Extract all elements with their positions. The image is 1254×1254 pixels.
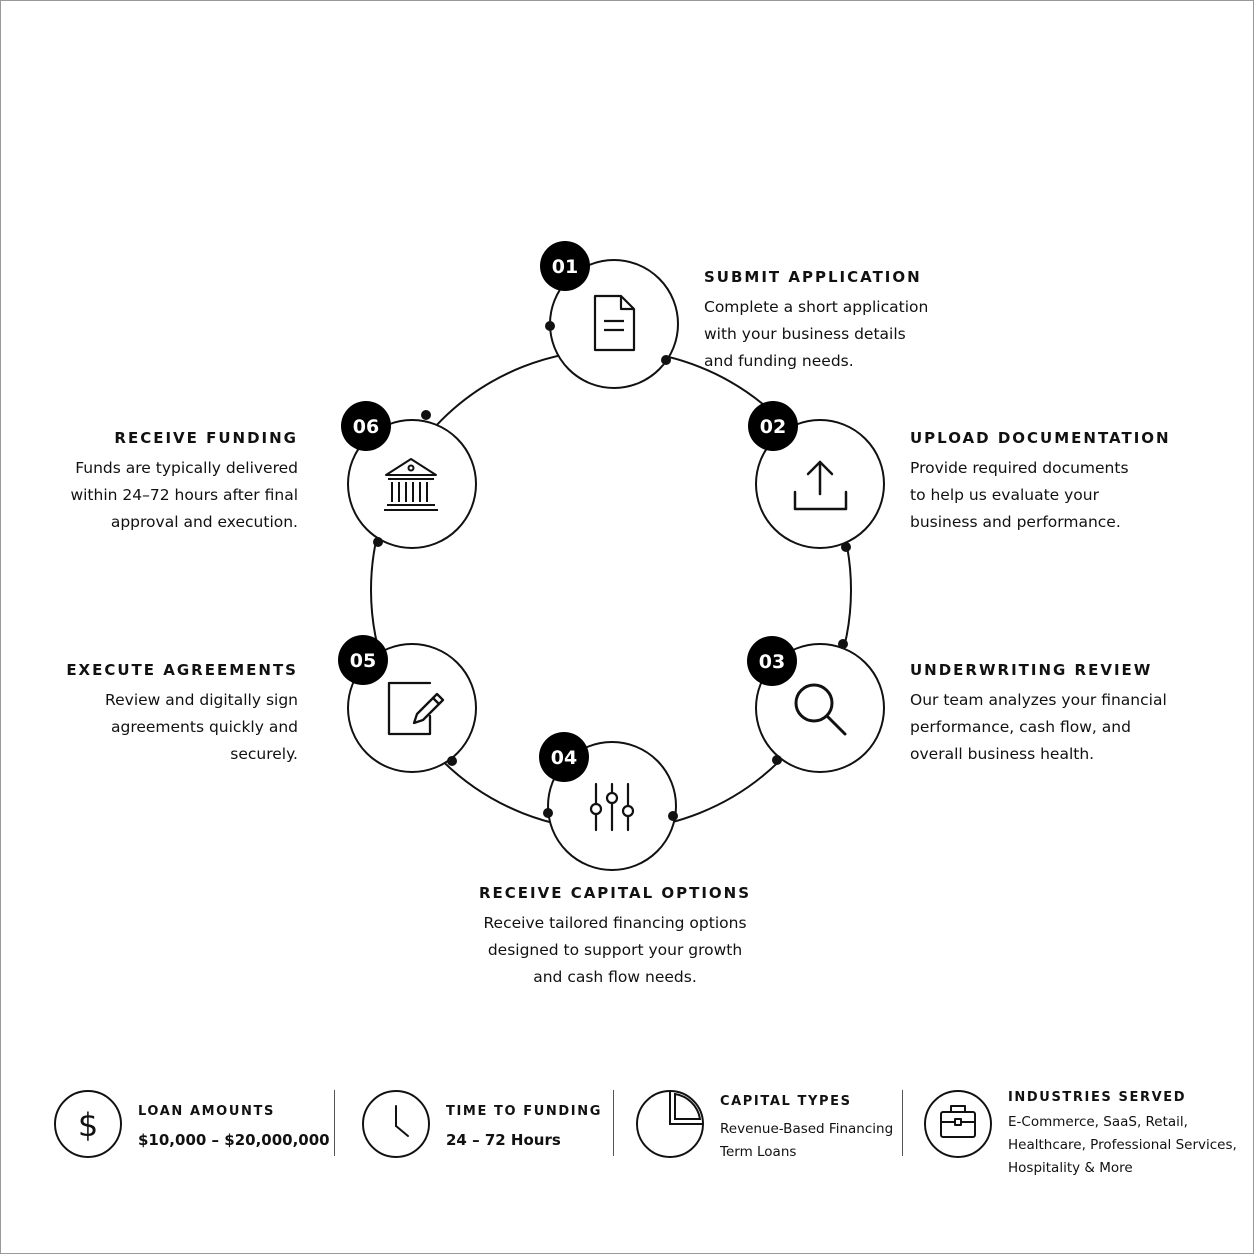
step-title: UPLOAD DOCUMENTATION	[910, 429, 1171, 447]
sliders-icon	[589, 782, 635, 832]
stat-title-loan-amounts: LOAN AMOUNTS	[138, 1104, 275, 1119]
stat-divider	[902, 1090, 903, 1156]
svg-text:06: 06	[353, 416, 379, 438]
step-title: EXECUTE AGREEMENTS	[66, 661, 298, 679]
stat-divider	[613, 1090, 614, 1156]
stat-value-loan-amounts: $10,000 – $20,000,000	[138, 1131, 330, 1149]
step-text-01: SUBMIT APPLICATION Complete a short appl…	[704, 268, 1004, 375]
step-description: Receive tailored financing options desig…	[483, 914, 747, 986]
step-title: SUBMIT APPLICATION	[704, 268, 922, 286]
svg-text:01: 01	[552, 256, 578, 278]
stat-lines-industries-served: E-Commerce, SaaS, Retail, Healthcare, Pr…	[1008, 1114, 1237, 1176]
magnifier-icon	[794, 683, 847, 736]
dollar-icon: $	[54, 1090, 122, 1158]
pie-chart-icon	[636, 1090, 704, 1158]
step-description: Complete a short application with your b…	[704, 298, 929, 370]
svg-text:02: 02	[760, 416, 786, 438]
stat-title-capital-types: CAPITAL TYPES	[720, 1094, 852, 1109]
step-text-02: UPLOAD DOCUMENTATION Provide required do…	[910, 429, 1210, 536]
step-text-06: RECEIVE FUNDING Funds are typically deli…	[0, 429, 298, 536]
step-description: Funds are typically delivered within 24–…	[70, 459, 298, 531]
step-badge-01: 01	[540, 241, 590, 291]
step-badge-02: 02	[748, 401, 798, 451]
stat-lines-capital-types: Revenue-Based Financing Term Loans	[720, 1121, 894, 1160]
step-text-05: EXECUTE AGREEMENTS Review and digitally …	[0, 661, 298, 768]
stat-divider	[334, 1090, 335, 1156]
document-icon	[593, 294, 636, 352]
step-description: Provide required documents to help us ev…	[910, 459, 1129, 531]
clock-icon	[362, 1090, 430, 1158]
bank-icon	[384, 458, 438, 511]
connector-dots	[373, 321, 851, 821]
step-description: Review and digitally sign agreements qui…	[105, 691, 298, 763]
step-badge-06: 06	[341, 401, 391, 451]
svg-text:05: 05	[350, 650, 376, 672]
svg-text:03: 03	[759, 651, 785, 673]
edit-document-icon	[387, 681, 445, 736]
step-title: RECEIVE FUNDING	[114, 429, 298, 447]
step-description: Our team analyzes your financial perform…	[910, 691, 1167, 763]
step-badge-05: 05	[338, 635, 388, 685]
svg-text:04: 04	[551, 747, 577, 769]
svg-text:$: $	[78, 1106, 98, 1144]
stat-title-industries-served: INDUSTRIES SERVED	[1008, 1090, 1187, 1105]
step-badge-03: 03	[747, 636, 797, 686]
briefcase-icon	[924, 1090, 992, 1158]
step-text-04: RECEIVE CAPITAL OPTIONS Receive tailored…	[465, 884, 765, 991]
step-title: UNDERWRITING REVIEW	[910, 661, 1153, 679]
upload-icon	[793, 460, 848, 511]
stat-value-time-to-funding: 24 – 72 Hours	[446, 1131, 561, 1149]
step-text-03: UNDERWRITING REVIEW Our team analyzes yo…	[910, 661, 1210, 768]
step-badge-04: 04	[539, 732, 589, 782]
step-title: RECEIVE CAPITAL OPTIONS	[478, 884, 752, 902]
stat-title-time-to-funding: TIME TO FUNDING	[446, 1104, 602, 1119]
